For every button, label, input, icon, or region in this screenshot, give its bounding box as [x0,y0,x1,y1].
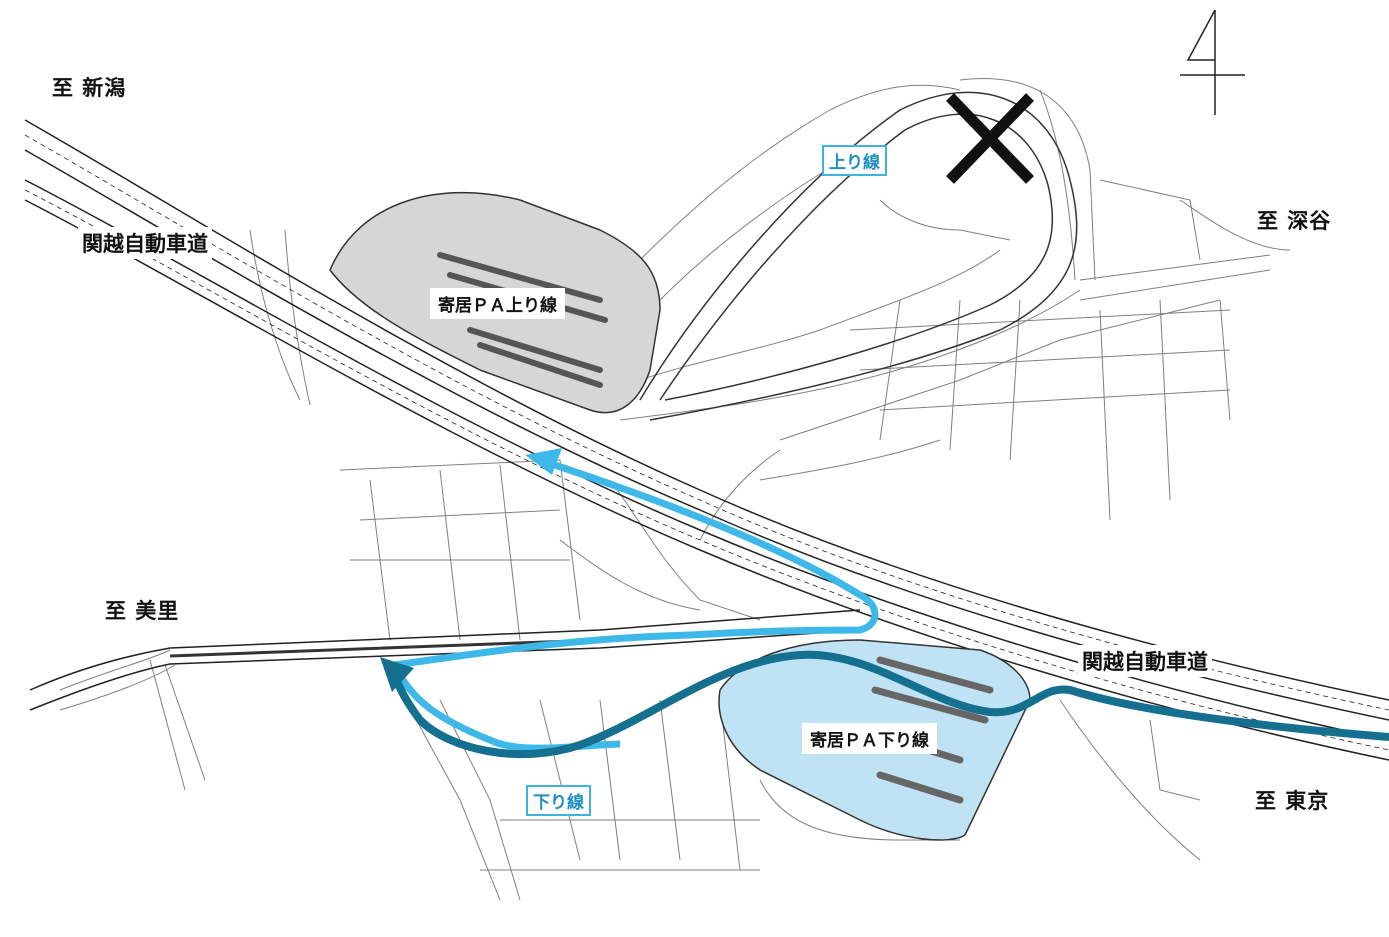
destination-misato: 至 美里 [105,599,180,623]
outbound-route-line [391,650,1389,759]
inbound-route-arrowhead [525,448,562,475]
pa-label-inbound: 寄居ＰＡ上り線 [430,288,565,319]
outbound-route-arrowhead [380,657,414,692]
route-label-outbound: 下り線 [526,785,591,816]
terrain-lines [59,78,1291,901]
destination-fukaya: 至 深谷 [1257,209,1332,233]
pa-label-outbound: 寄居ＰＡ下り線 [802,723,937,754]
x-mark-icon [946,93,1034,184]
north-arrow-icon [1180,9,1245,115]
inbound-route-line [389,456,879,752]
destination-tokyo: 至 東京 [1255,789,1330,813]
road-label-kanetsu-upper: 関越自動車道 [78,227,212,259]
route-label-inbound: 上り線 [822,145,887,176]
road-label-kanetsu-lower: 関越自動車道 [1078,645,1212,677]
local-road-misato [29,609,861,711]
destination-niigata: 至 新潟 [52,76,127,100]
ramp-loop [639,91,1078,421]
